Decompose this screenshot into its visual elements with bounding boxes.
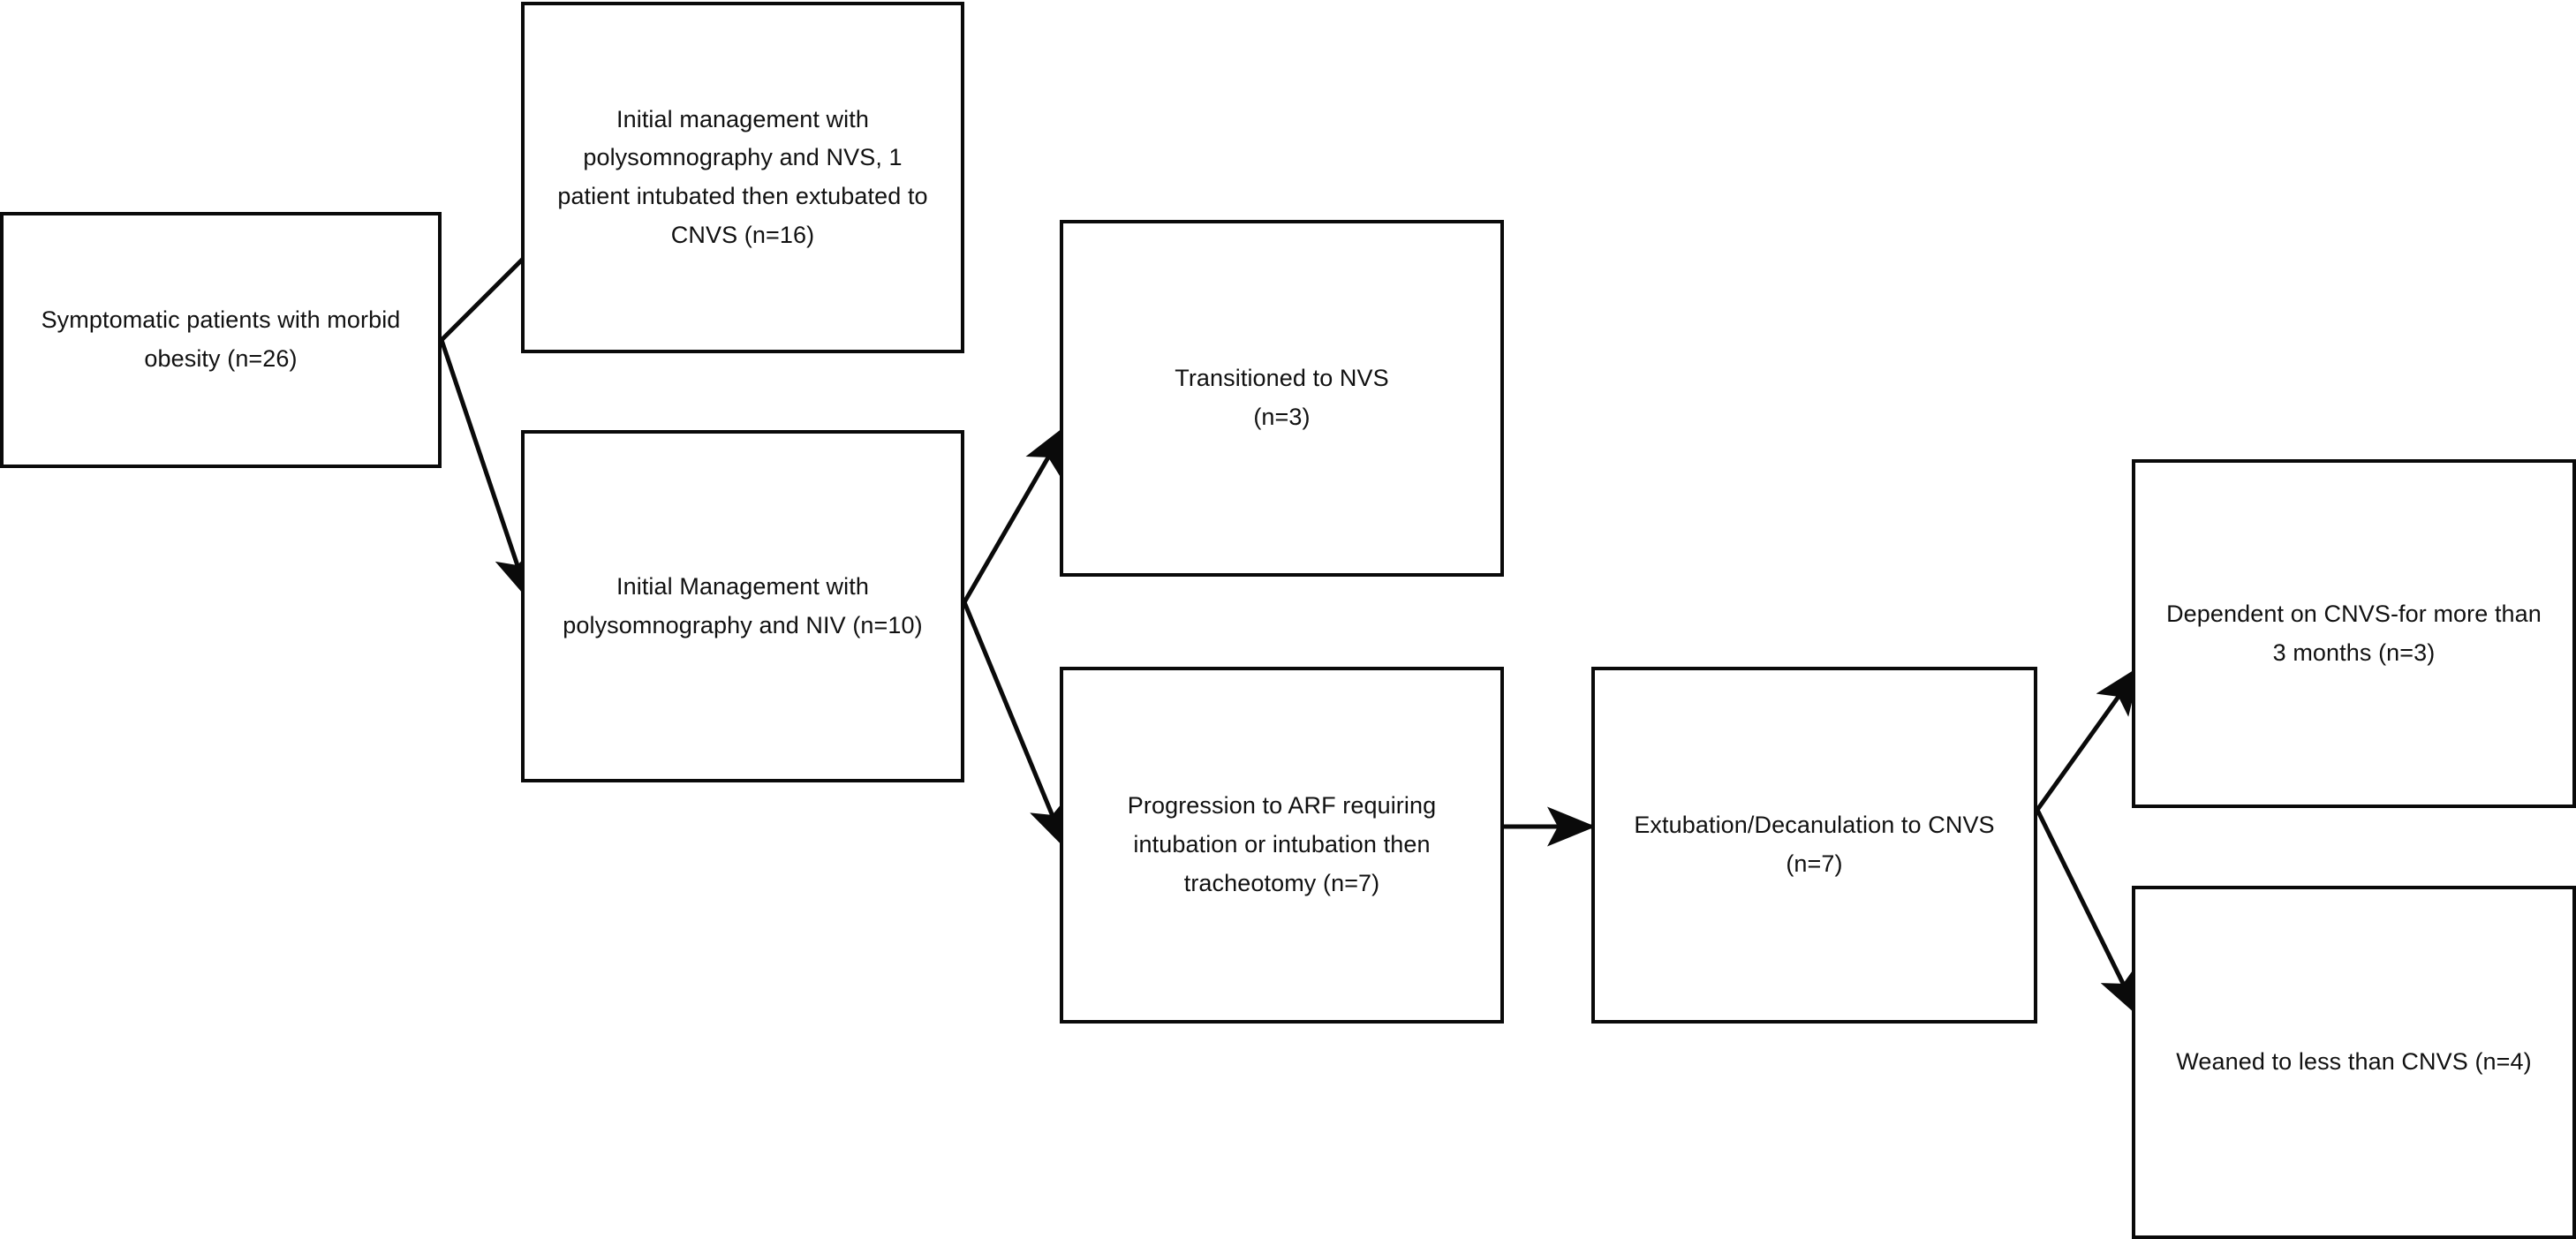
node-weaned-to-less-than-cnvs[interactable]: Weaned to less than CNVS (n=4) bbox=[2132, 886, 2576, 1239]
node-label: Dependent on CNVS-for more than 3 months… bbox=[2166, 600, 2542, 666]
edge-symptomatic-to-initial-niv bbox=[439, 339, 533, 601]
edge-extubation-to-weaned bbox=[2035, 808, 2141, 1018]
node-label: Symptomatic patients with morbid obesity… bbox=[41, 306, 401, 372]
node-transitioned-to-nvs[interactable]: Transitioned to NVS (n=3) bbox=[1060, 220, 1504, 577]
node-extubation-decanulation-cnvs[interactable]: Extubation/Decanulation to CNVS (n=7) bbox=[1591, 667, 2037, 1024]
node-label: Initial management with polysomnography … bbox=[557, 105, 928, 248]
node-dependent-on-cnvs[interactable]: Dependent on CNVS-for more than 3 months… bbox=[2132, 459, 2576, 808]
edge-initial-niv-to-progression-arf bbox=[962, 601, 1068, 850]
node-progression-to-arf[interactable]: Progression to ARF requiring intubation … bbox=[1060, 667, 1504, 1024]
node-label: Weaned to less than CNVS (n=4) bbox=[2176, 1048, 2532, 1076]
node-initial-management-nvs[interactable]: Initial management with polysomnography … bbox=[521, 2, 964, 353]
edge-extubation-to-dependent bbox=[2035, 665, 2141, 812]
node-initial-management-niv[interactable]: Initial Management with polysomnography … bbox=[521, 430, 964, 782]
node-symptomatic-patients[interactable]: Symptomatic patients with morbid obesity… bbox=[0, 212, 442, 468]
edge-initial-niv-to-transitioned-nvs bbox=[962, 424, 1068, 604]
node-label: Extubation/Decanulation to CNVS (n=7) bbox=[1634, 812, 1995, 877]
node-label: Initial Management with polysomnography … bbox=[563, 572, 923, 638]
node-label: Transitioned to NVS (n=3) bbox=[1175, 365, 1389, 430]
node-label: Progression to ARF requiring intubation … bbox=[1127, 792, 1437, 896]
